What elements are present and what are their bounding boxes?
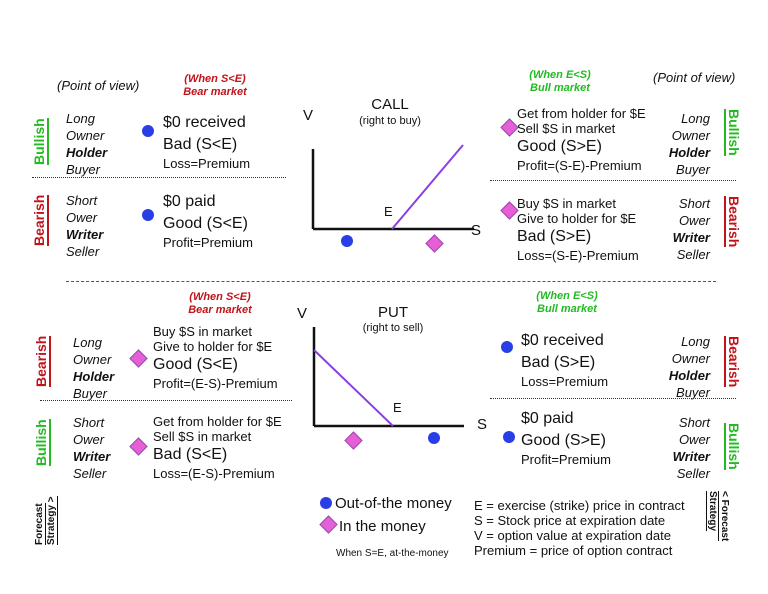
- out-of-money-dot-icon: [341, 235, 353, 247]
- point-of-view-label: (Point of view): [57, 78, 140, 93]
- forecast-strategy-right-label: < Forecast Strategy: [706, 491, 730, 542]
- in-money-diamond-icon: [344, 431, 363, 450]
- put-payoff-line: [313, 349, 394, 427]
- row-divider: [490, 398, 736, 399]
- at-money-note: When S=E, at-the-money: [336, 548, 449, 559]
- out-of-money-dot-icon: [320, 497, 332, 509]
- holder-roles: Long Owner Holder Buyer: [668, 111, 710, 177]
- call-axis-v-label: V: [303, 107, 314, 124]
- section-divider: [66, 281, 716, 282]
- put-strike-label: E: [393, 400, 402, 415]
- out-of-money-dot-icon: [503, 431, 515, 443]
- row-divider: [32, 177, 286, 178]
- definitions: E = exercise (strike) price in contract …: [474, 498, 685, 558]
- put-holder-bear-outcome: Buy $S in market Give to holder for $E G…: [153, 324, 278, 391]
- call-payoff-line: [391, 144, 464, 230]
- call-writer-bull-outcome: Buy $S in market Give to holder for $E B…: [517, 196, 639, 263]
- holder-roles: Long Owner Holder Buyer: [668, 334, 710, 400]
- forecast-bullish-label: Bullish: [31, 118, 49, 165]
- forecast-bullish-label: Bullish: [724, 423, 742, 470]
- bull-market-condition: (When E<S) Bull market: [536, 290, 598, 315]
- writer-roles: Short Ower Writer Seller: [672, 196, 710, 262]
- in-money-diamond-icon: [129, 437, 148, 456]
- holder-roles: Long Owner Holder Buyer: [66, 111, 108, 177]
- writer-roles: Short Ower Writer Seller: [73, 415, 111, 481]
- in-money-diamond-icon: [319, 515, 338, 534]
- writer-roles: Short Ower Writer Seller: [66, 193, 104, 259]
- call-strike-label: E: [384, 204, 393, 219]
- call-payoff-chart: [311, 144, 474, 231]
- put-axis-v-label: V: [297, 305, 308, 322]
- call-holder-bull-outcome: Get from holder for $E Sell $S in market…: [517, 106, 646, 173]
- put-title: PUT: [378, 304, 408, 321]
- forecast-strategy-left-label: Forecast Strategy >: [34, 496, 58, 545]
- forecast-bullish-label: Bullish: [724, 109, 742, 156]
- call-title: CALL: [371, 96, 409, 113]
- out-of-money-dot-icon: [142, 125, 154, 137]
- forecast-bearish-label: Bearish: [31, 194, 49, 246]
- put-axis-s-label: S: [477, 416, 488, 433]
- writer-roles: Short Ower Writer Seller: [672, 415, 710, 481]
- in-money-diamond-icon: [500, 118, 519, 137]
- row-divider: [490, 180, 736, 181]
- put-holder-bull-outcome: $0 received Bad (S>E) Loss=Premium: [521, 332, 609, 389]
- in-money-diamond-icon: [129, 349, 148, 368]
- forecast-bearish-label: Bearish: [33, 335, 51, 387]
- row-divider: [40, 400, 292, 401]
- put-writer-bull-outcome: $0 paid Good (S>E) Profit=Premium: [521, 410, 611, 467]
- put-writer-bear-outcome: Get from holder for $E Sell $S in market…: [153, 414, 282, 481]
- call-subtitle: (right to buy): [359, 115, 421, 127]
- call-holder-bear-outcome: $0 received Bad (S<E) Loss=Premium: [163, 114, 251, 171]
- point-of-view-label: (Point of view): [653, 70, 736, 85]
- bear-market-condition: (When S<E) Bear market: [183, 73, 247, 98]
- holder-roles: Long Owner Holder Buyer: [73, 335, 115, 401]
- out-of-money-dot-icon: [501, 341, 513, 353]
- forecast-bullish-label: Bullish: [33, 419, 51, 466]
- legend-in-money: In the money: [319, 515, 426, 535]
- out-of-money-dot-icon: [142, 209, 154, 221]
- in-money-diamond-icon: [500, 201, 519, 220]
- out-of-money-dot-icon: [428, 432, 440, 444]
- forecast-bearish-label: Bearish: [724, 336, 742, 388]
- forecast-bearish-label: Bearish: [724, 196, 742, 248]
- bull-market-condition: (When E<S) Bull market: [529, 69, 591, 94]
- bear-market-condition: (When S<E) Bear market: [188, 291, 252, 316]
- legend-out-of-money: Out-of-the money: [320, 495, 452, 512]
- call-axis-s-label: S: [471, 222, 482, 239]
- put-subtitle: (right to sell): [362, 322, 424, 334]
- put-payoff-chart: [312, 327, 464, 428]
- call-writer-bear-outcome: $0 paid Good (S<E) Profit=Premium: [163, 193, 253, 250]
